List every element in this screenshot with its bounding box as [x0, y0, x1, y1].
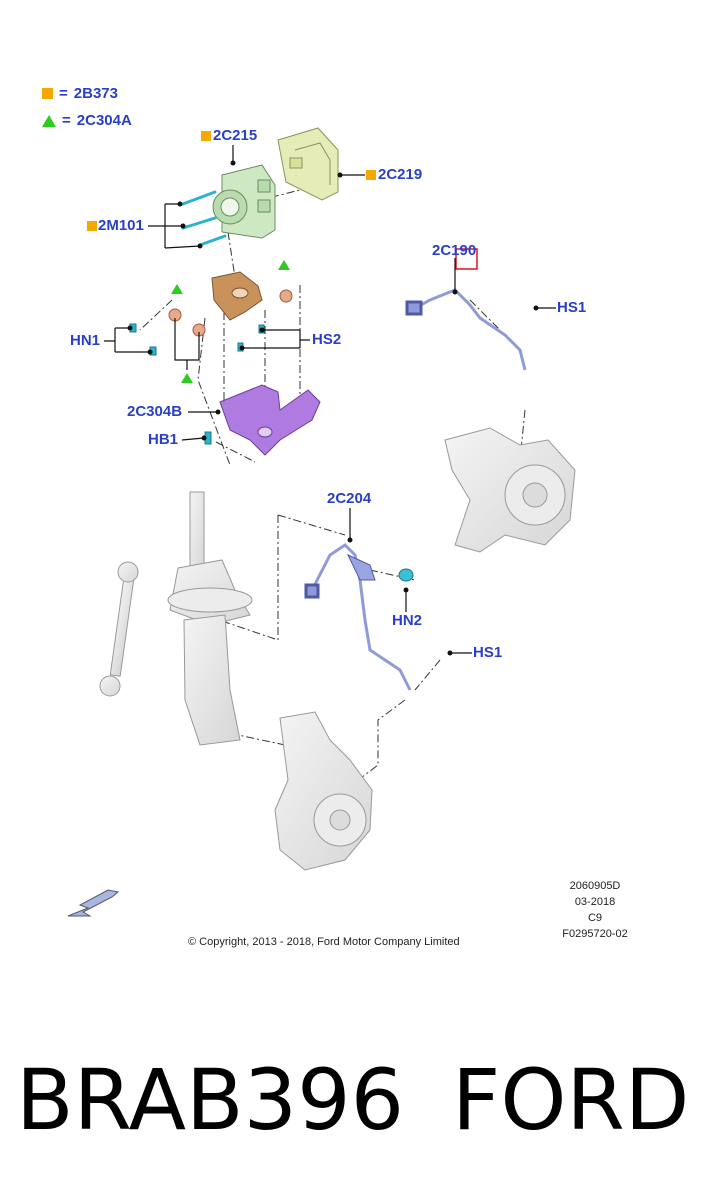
drawing-id: 2060905D	[569, 880, 621, 892]
callout-hn1: HN1	[70, 332, 101, 349]
callout-hb1: HB1	[148, 431, 179, 448]
legend-row-square: = 2B373	[42, 85, 118, 102]
callout-2c304b: 2C304B	[127, 403, 183, 420]
upper-wheel-sensor	[405, 288, 527, 371]
drawing-date: 03-2018	[574, 896, 616, 908]
lower-wheel-sensor	[304, 543, 414, 691]
legend-code: 2B373	[73, 85, 118, 102]
mounting-bracket	[219, 384, 321, 456]
triangle-markers	[171, 260, 290, 383]
callout-hs2: HS2	[312, 331, 342, 348]
legend-code: 2C304A	[76, 112, 132, 129]
lower-knuckle-hub	[274, 711, 373, 871]
callout-2c219: 2C219	[378, 166, 423, 183]
part-number: BRAB396	[16, 1051, 405, 1149]
callout-2c190: 2C190	[432, 242, 477, 259]
upper-knuckle-hub	[444, 427, 576, 553]
drawing-ref: F0295720-02	[562, 928, 628, 940]
brand-name: FORD	[452, 1051, 690, 1149]
square-icon	[42, 88, 53, 99]
abs-hydraulic-unit	[212, 164, 276, 239]
callout-2c204: 2C204	[327, 490, 372, 507]
stabilizer-link	[99, 561, 139, 697]
callout-hn2: HN2	[392, 612, 423, 629]
drawing-revision: C9	[587, 912, 603, 924]
triangle-icon	[42, 114, 56, 127]
direction-arrow-icon	[67, 889, 120, 917]
callout-2c215: 2C215	[213, 127, 258, 144]
abs-control-module	[277, 127, 339, 201]
legend-row-triangle: = 2C304A	[42, 112, 132, 129]
legend-eq: =	[59, 85, 68, 102]
copyright-text: © Copyright, 2013 - 2018, Ford Motor Com…	[188, 936, 460, 948]
strut-assembly	[167, 491, 253, 746]
highlight-box	[455, 248, 478, 270]
callout-2m101: 2M101	[98, 217, 144, 234]
abs-bracket	[211, 271, 263, 321]
callout-hs1-bottom: HS1	[473, 644, 503, 661]
legend-eq: =	[62, 112, 71, 129]
callout-hs1-top: HS1	[557, 299, 587, 316]
mounting-bolts	[178, 190, 227, 247]
leader-dots	[127, 160, 539, 656]
leader-lines	[104, 145, 556, 654]
parts-diagram	[67, 127, 576, 917]
callout-square-markers	[87, 131, 376, 231]
